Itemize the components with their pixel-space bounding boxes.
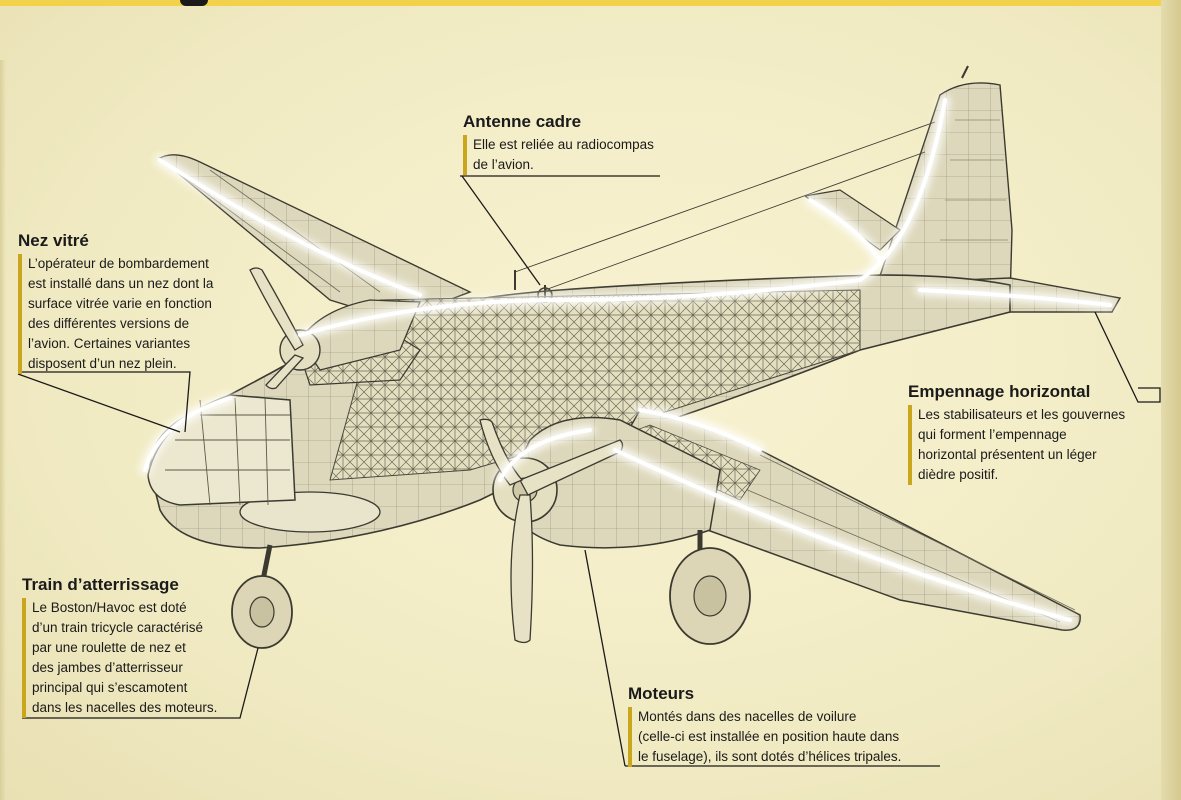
- callout-line: des jambes d’atterrisseur: [32, 660, 183, 675]
- landing-gear: [231, 530, 751, 649]
- callout-line: d’un train tricycle caractérisé: [32, 620, 204, 635]
- callout-title: Empennage horizontal: [908, 382, 1091, 401]
- callout-text: Elle est reliée au radiocompas de l’avio…: [463, 135, 654, 175]
- leader-nez: [22, 371, 191, 433]
- callout-line: surface vitrée varie en fonction: [28, 296, 212, 311]
- callout-line: de l’avion.: [473, 157, 534, 172]
- callout-line: l’avion. Certaines variantes: [28, 336, 191, 351]
- far-stabilizer: [803, 189, 901, 251]
- page-edge: [0, 60, 6, 800]
- glazed-nose: [147, 394, 296, 506]
- callout-line: est installé dans un nez dont la: [28, 276, 214, 291]
- callout-line: dans les nacelles des moteurs.: [32, 700, 218, 715]
- callout-empennage-horizontal: Empennage horizontal Les stabilisateurs …: [908, 382, 1125, 485]
- leader-moteurs: [584, 549, 940, 767]
- callout-line: Elle est reliée au radiocompas: [473, 137, 654, 152]
- callout-line: par une roulette de nez et: [32, 640, 186, 655]
- leader-lines: [17, 175, 1161, 767]
- callout-title: Antenne cadre: [463, 112, 582, 131]
- page-gutter: [1161, 0, 1181, 800]
- callout-text: Montés dans des nacelles de voilure (cel…: [628, 707, 901, 767]
- callout-line: dièdre positif.: [918, 467, 999, 482]
- callout-line: des différentes versions de: [28, 316, 190, 331]
- leader-antenne: [460, 175, 660, 286]
- callout-line: L’opérateur de bombardement: [28, 256, 209, 271]
- leader-nez-diag: [17, 373, 181, 433]
- top-color-band: [0, 0, 1181, 6]
- callout-line: Les stabilisateurs et les gouvernes: [918, 407, 1126, 422]
- callout-text: L’opérateur de bombardement est installé…: [18, 254, 213, 374]
- callout-text: Le Boston/Havoc est doté d’un train tric…: [22, 598, 217, 718]
- callout-line: le fuselage), ils sont dotés d’hélices t…: [638, 749, 902, 764]
- callout-line: Le Boston/Havoc est doté: [32, 600, 187, 615]
- callout-line: disposent d’un nez plein.: [28, 356, 177, 371]
- callout-text: Les stabilisateurs et les gouvernes qui …: [908, 405, 1125, 485]
- callout-nez-vitre: Nez vitré L’opérateur de bombardement es…: [18, 231, 213, 374]
- leader-empennage: [1094, 311, 1161, 403]
- callout-line: principal qui s’escamotent: [32, 680, 188, 695]
- callout-line: (celle-ci est installée en position haut…: [638, 729, 900, 744]
- callout-antenne-cadre: Antenne cadre Elle est reliée au radioco…: [463, 112, 654, 175]
- callout-moteurs: Moteurs Montés dans des nacelles de voil…: [628, 684, 901, 767]
- callout-title: Train d’atterrissage: [22, 575, 179, 594]
- leader-train: [22, 647, 259, 719]
- callout-train-atterrissage: Train d’atterrissage Le Boston/Havoc est…: [22, 575, 217, 718]
- callout-title: Moteurs: [628, 684, 695, 703]
- callout-line: horizontal présentent un léger: [918, 447, 1097, 462]
- vertical-tail: [871, 65, 1013, 301]
- callout-line: Montés dans des nacelles de voilure: [638, 709, 857, 724]
- callout-line: qui forment l’empennage: [918, 427, 1067, 442]
- callout-title: Nez vitré: [18, 231, 89, 250]
- highlight-outlines: [140, 95, 1115, 625]
- title-fragment: [180, 0, 208, 6]
